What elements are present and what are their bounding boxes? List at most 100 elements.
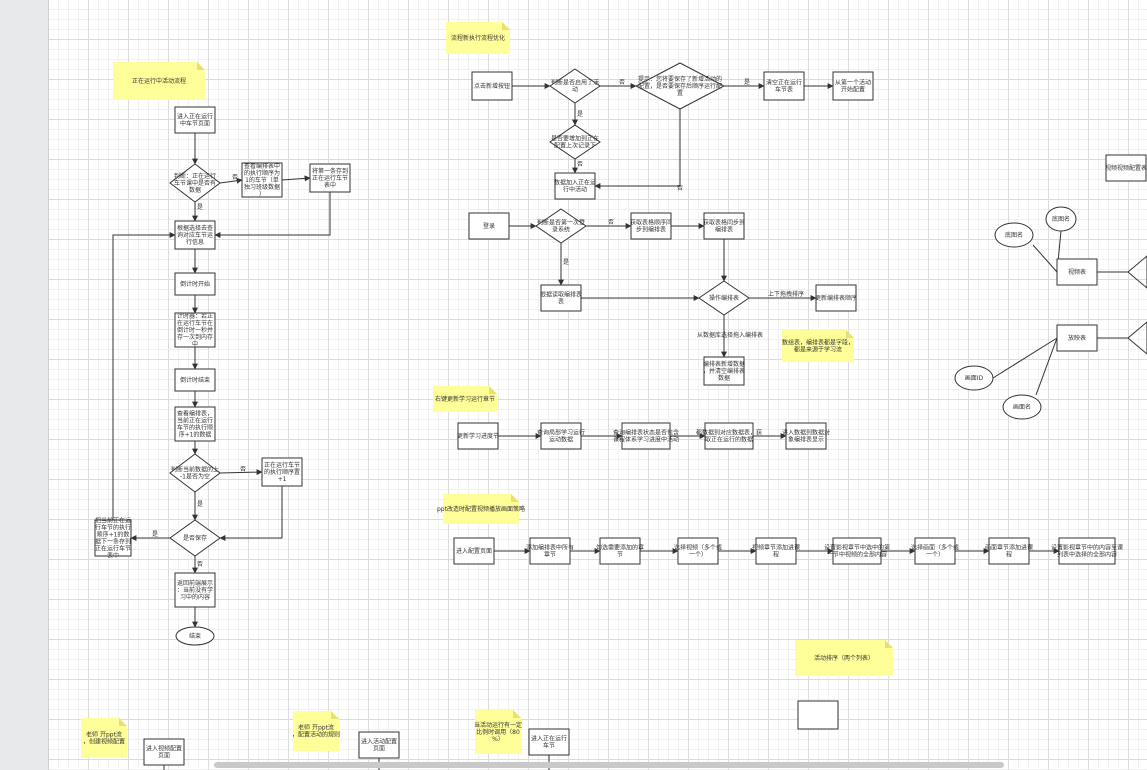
node-label: 获取表格顺序同步到编排表 [630, 219, 672, 234]
flow-node-b7[interactable]: 数据加入正在运行中活动 [554, 172, 596, 200]
flow-node-d6[interactable]: 操作编排表 [698, 280, 750, 316]
node-label: 结束 [189, 632, 201, 640]
flow-node-d7[interactable]: 更新编排表顺序 [815, 284, 857, 312]
node-label: 提示：您将要保存了新增活动的配置，是否要保存后顺序运行配置 [638, 75, 722, 97]
flow-node-c11[interactable]: 正在运行车节的执行顺序置+1 [261, 457, 303, 487]
flow-node-c14[interactable]: 返回前端展示：当前没有学习中的内容 [174, 572, 216, 608]
flow-node-c15[interactable]: 结束 [175, 626, 215, 646]
node-label: 视频章节添加进课程 [752, 544, 800, 559]
sticky-note[interactable]: 数组表，编排表都是字段，都是来源于学习流 [782, 330, 854, 362]
flow-node-r3[interactable]: 底图名 [994, 222, 1034, 248]
flow-node-e2[interactable]: 查询局部学习运行运动数据 [537, 422, 585, 450]
decision-diamond-partial[interactable] [1127, 255, 1147, 289]
flow-node-f1[interactable]: 进入配置页面 [453, 537, 495, 565]
flow-node-b2[interactable]: 判断是否启用了活动 [549, 68, 601, 104]
connector-arrow[interactable] [112, 232, 176, 520]
flow-node-e3[interactable]: 查询编排表状态是否包含课程体系学习进度中活动 [613, 422, 679, 450]
sticky-note[interactable]: 活动排序（两个列表） [795, 640, 893, 676]
flow-node-c12[interactable]: 是否保存 [169, 519, 221, 557]
flow-node-c6[interactable]: 倒计时开始 [174, 272, 216, 296]
flow-node-f7[interactable]: 选择画面（多个或一个） [911, 537, 959, 565]
flow-node-c7[interactable]: 计时器：若正在运行车节在倒计时一秒并存一次到内存中 [174, 312, 216, 348]
flow-node-g3[interactable]: 进入正在运行车节 [528, 728, 570, 756]
node-label: 数组表，编排表都是字段，都是来源于学习流 [782, 339, 854, 354]
flow-node-f2[interactable]: 添加编排表中所有章节 [526, 537, 574, 565]
flow-node-c9[interactable]: 查看编排表，当前正在运行车节的执行顺序+1的数据 [174, 406, 216, 442]
flow-node-b4[interactable]: 清空正在运行车节表 [763, 71, 805, 101]
sticky-note[interactable]: ppt改造时配置视频播放画面策略 [437, 494, 525, 524]
flow-node-f4[interactable]: 选择视频（多个或一个） [674, 537, 722, 565]
node-label: 判断是否第一次登录系统 [537, 219, 585, 234]
flow-node-c13[interactable]: 把当前正在运行车节的执行顺序+1的数据下一条存到正在运行车节表中 [94, 517, 132, 560]
flow-node-e4[interactable]: 都数据到对应数据表，获取正在运行的数据 [696, 422, 762, 450]
flow-node-b5[interactable]: 从第一个活动开始配置 [832, 71, 874, 101]
node-label: 进入正在运行车节 [531, 735, 567, 750]
connector-arrow[interactable] [219, 486, 283, 541]
connector-arrow[interactable] [594, 109, 681, 189]
node-label: 清空正在运行车节表 [766, 79, 802, 94]
flow-node-r4[interactable]: 放映表 [1056, 324, 1098, 352]
connector-line[interactable] [1035, 337, 1058, 396]
flow-node-f6[interactable]: 设置影视章节中选中的第一节中视频的全部内容 [824, 537, 890, 565]
sticky-note[interactable]: 老师 开ppt流，创建视频配置 [81, 718, 127, 758]
flow-node-g1[interactable]: 进入视频配置页面 [143, 738, 185, 766]
node-label: 底图名 [1052, 215, 1070, 223]
connector-line[interactable] [1032, 244, 1058, 273]
flow-node-r7[interactable]: 视频视频配置表 [1105, 154, 1147, 182]
connector-arrow[interactable] [214, 192, 331, 238]
horizontal-scrollbar[interactable] [214, 762, 1004, 768]
flow-node-r2[interactable]: 底图名 [1045, 206, 1077, 232]
flow-node-d3[interactable]: 获取表格顺序同步到编排表 [630, 212, 672, 240]
edge-label: 否 [677, 185, 683, 192]
flow-node-d5[interactable]: 根据读取编排表表 [540, 284, 582, 312]
flow-node-r6[interactable]: 画面名 [1002, 394, 1042, 420]
flow-node-c1[interactable]: 进入正在运行中车节页面 [174, 106, 216, 134]
edge-label: 否 [232, 174, 238, 181]
decision-diamond-partial[interactable] [1127, 321, 1147, 355]
sticky-note[interactable]: 老师 开ppt流，配置活动的规则 [292, 711, 340, 751]
connector-arrow[interactable] [281, 175, 311, 182]
flow-node-b1[interactable]: 点击新增按钮 [471, 71, 513, 101]
flow-node-f8[interactable]: 画面章节添加进课程 [985, 537, 1033, 565]
flow-node-r1[interactable]: 视频表 [1056, 258, 1098, 286]
sticky-note[interactable]: 正在运行中活动流程 [113, 62, 205, 100]
flow-node-d4[interactable]: 获取表格同步到编排表 [703, 212, 745, 240]
flow-node-c2[interactable]: 判断：正在运行车节课中是否有数据 [169, 163, 221, 203]
edge-label: 否 [619, 79, 625, 86]
node-label: 底图名 [1005, 231, 1023, 239]
flow-node-d1[interactable]: 登录 [468, 212, 510, 240]
flow-node-b3[interactable]: 提示：您将要保存了新增活动的配置，是否要保存后顺序运行配置 [634, 62, 726, 110]
sticky-note[interactable]: 当活动运行有一定比例时调用（80%） [474, 710, 522, 754]
edge-label: 是 [197, 204, 203, 211]
flow-node-r5[interactable]: 画面ID [954, 365, 994, 391]
sticky-note[interactable]: 右键更新学习运行章节 [433, 386, 497, 412]
node-label: 是否保存 [183, 534, 207, 542]
flow-node-e1[interactable]: 更新学习进度节 [457, 422, 499, 450]
flow-node-g2[interactable]: 进入活动配置页面 [358, 731, 400, 759]
node-label: 视频表 [1068, 268, 1086, 276]
flow-node-f9[interactable]: 设置影视章节中的内容至课列表中选择的全部内容 [1051, 537, 1123, 565]
flow-node-d8[interactable]: 编排表新增数据，并清空编排表数据 [703, 356, 745, 386]
flow-node-c10[interactable]: 判断当前数据的上-1是否为空 [169, 453, 221, 493]
flow-node-d2[interactable]: 判断是否第一次登录系统 [535, 208, 587, 244]
node-label: 获取表格同步到编排表 [703, 219, 745, 234]
empty-shape[interactable] [797, 700, 839, 730]
node-label: 从第一个活动开始配置 [835, 79, 871, 94]
edge-label: 否 [197, 561, 203, 568]
flow-node-f5[interactable]: 视频章节添加进课程 [752, 537, 800, 565]
flow-node-c4[interactable]: 将第一条存到正在运行车节表中 [309, 163, 351, 193]
connector-arrow[interactable] [219, 177, 243, 184]
connector-line[interactable] [992, 337, 1058, 379]
node-label: 活动排序（两个列表） [814, 654, 874, 662]
flow-node-e5[interactable]: 进入数据到数据对象编排表显示 [782, 422, 830, 450]
sticky-note[interactable]: 流程新执行流程优化 [446, 22, 510, 54]
flow-node-c8[interactable]: 倒计时结束 [174, 368, 216, 392]
flow-node-b6[interactable]: 是否要增加到正在配置上次记录下 [549, 124, 601, 160]
edge-label: 上下拖拽排序 [768, 290, 804, 298]
flow-node-c5[interactable]: 根据选择去查询对应车节运行信息 [174, 220, 216, 250]
node-label: 将第一条存到正在运行车节表中 [312, 167, 348, 189]
flow-node-f3[interactable]: 勾选需要添加的章节 [596, 537, 644, 565]
connector-arrow[interactable] [219, 469, 263, 476]
